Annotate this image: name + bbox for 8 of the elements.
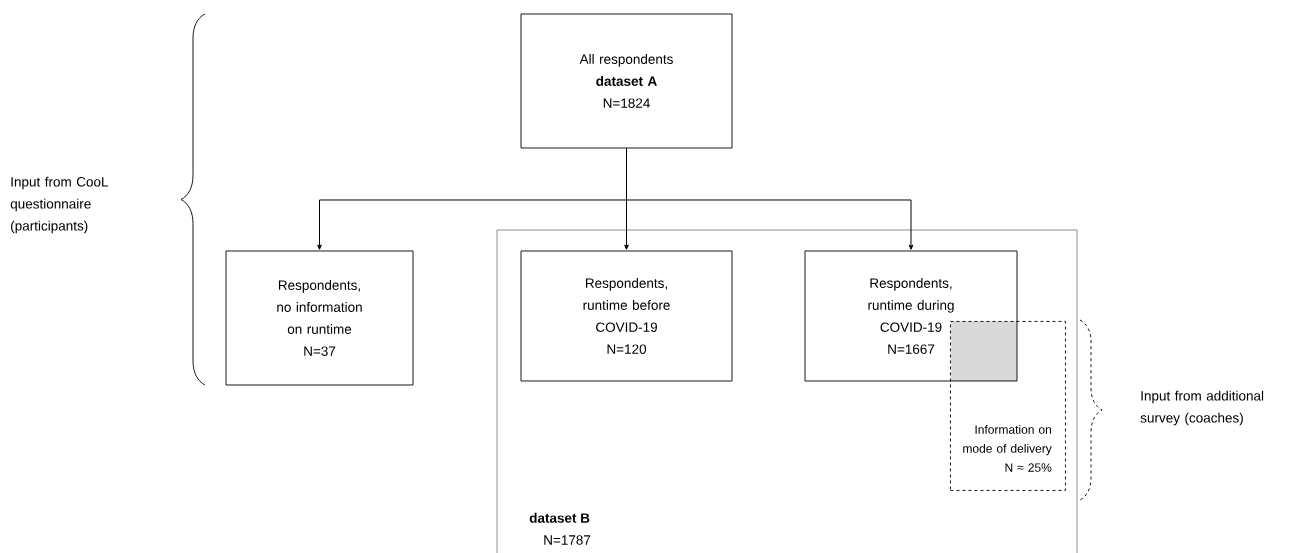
annotation-text: Input from additional survey (coaches) (1140, 390, 1264, 426)
process-box: Respondents, runtime during COVID-19 N=1667 (804, 250, 1018, 382)
process-box: All respondents dataset A N=1824 (520, 13, 733, 149)
arrow (626, 147, 914, 250)
annotation-text: Input from CooL questionnaire (participants) (10, 176, 109, 234)
process-box: Respondents, no information on runtime N=37 (225, 250, 414, 386)
dashed-box: Information on mode of delivery N ≈ 25% (950, 321, 1066, 491)
process-box: Respondents, runtime before COVID-19 N=120 (520, 250, 733, 382)
